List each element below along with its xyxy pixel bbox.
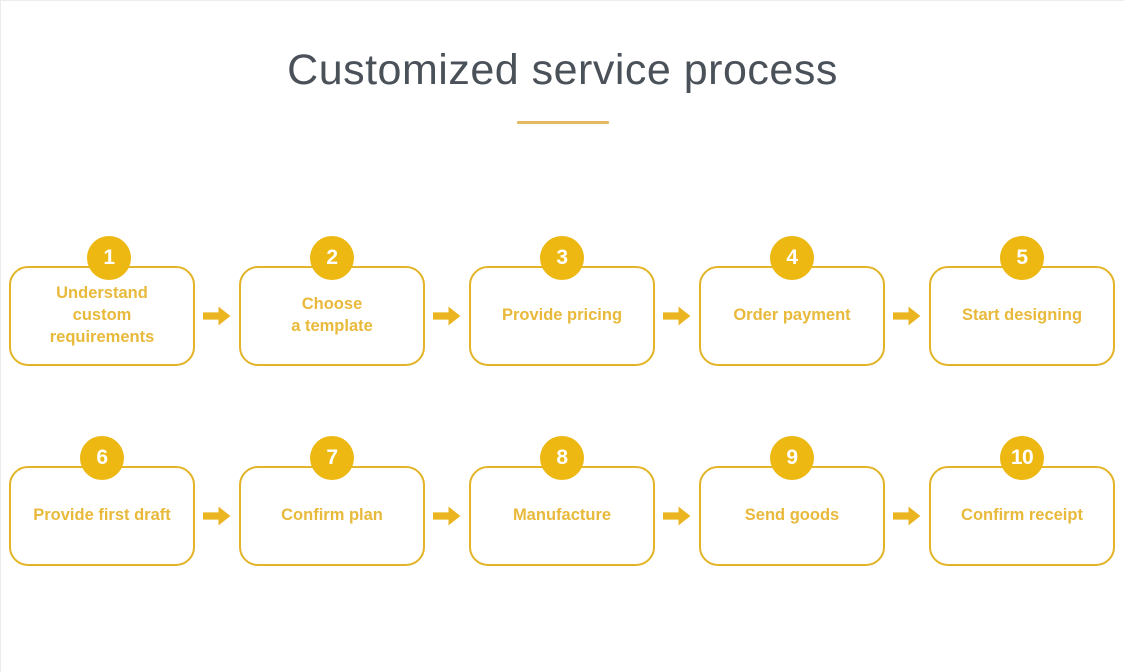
page-title: Customized service process (287, 46, 838, 94)
step-number-badge: 2 (310, 236, 354, 280)
process-step[interactable]: Send goods 9 (699, 436, 885, 566)
step-card[interactable]: Understand custom requirements (9, 266, 195, 366)
arrow-right-icon (885, 466, 929, 566)
step-number-badge: 5 (1000, 236, 1044, 280)
step-label: Choose a template (291, 295, 373, 335)
step-card[interactable]: Provide pricing (469, 266, 655, 366)
step-label: Send goods (744, 506, 840, 525)
step-label: Provide first draft (33, 506, 171, 525)
step-card[interactable]: Send goods (699, 466, 885, 566)
step-number-badge: 9 (770, 436, 814, 480)
step-label: Understand custom requirements (49, 284, 155, 346)
step-card[interactable]: Manufacture (469, 466, 655, 566)
step-card[interactable]: Choose a template (239, 266, 425, 366)
arrow-right-icon (195, 266, 239, 366)
step-card[interactable]: Order payment (699, 266, 885, 366)
step-label: Start designing (961, 306, 1083, 325)
process-step[interactable]: Confirm receipt 10 (929, 436, 1115, 566)
step-card[interactable]: Provide first draft (9, 466, 195, 566)
arrow-right-icon (655, 266, 699, 366)
step-number-badge: 4 (770, 236, 814, 280)
process-step[interactable]: Provide first draft 6 (9, 436, 195, 566)
step-card[interactable]: Confirm plan (239, 466, 425, 566)
process-step[interactable]: Provide pricing 3 (469, 236, 655, 366)
step-number-badge: 7 (310, 436, 354, 480)
step-card[interactable]: Confirm receipt (929, 466, 1115, 566)
step-label: Order payment (733, 306, 851, 325)
process-step[interactable]: Order payment 4 (699, 236, 885, 366)
step-label: Confirm receipt (961, 506, 1083, 525)
arrow-right-icon (885, 266, 929, 366)
step-label: Provide pricing (501, 306, 623, 325)
step-number-badge: 10 (1000, 436, 1044, 480)
step-label: Manufacture (512, 506, 612, 525)
step-number-badge: 1 (87, 236, 131, 280)
title-block: Customized service process (1, 1, 1124, 125)
arrow-right-icon (425, 466, 469, 566)
arrow-right-icon (655, 466, 699, 566)
step-card[interactable]: Start designing (929, 266, 1115, 366)
process-step[interactable]: Start designing 5 (929, 236, 1115, 366)
arrow-right-icon (195, 466, 239, 566)
step-label: Confirm plan (281, 506, 383, 525)
process-step[interactable]: Manufacture 8 (469, 436, 655, 566)
arrow-right-icon (425, 266, 469, 366)
step-number-badge: 8 (540, 436, 584, 480)
process-step[interactable]: Confirm plan 7 (239, 436, 425, 566)
process-step[interactable]: Choose a template 2 (239, 236, 425, 366)
step-number-badge: 3 (540, 236, 584, 280)
title-underline-accent (516, 121, 609, 125)
step-number-badge: 6 (80, 436, 124, 480)
